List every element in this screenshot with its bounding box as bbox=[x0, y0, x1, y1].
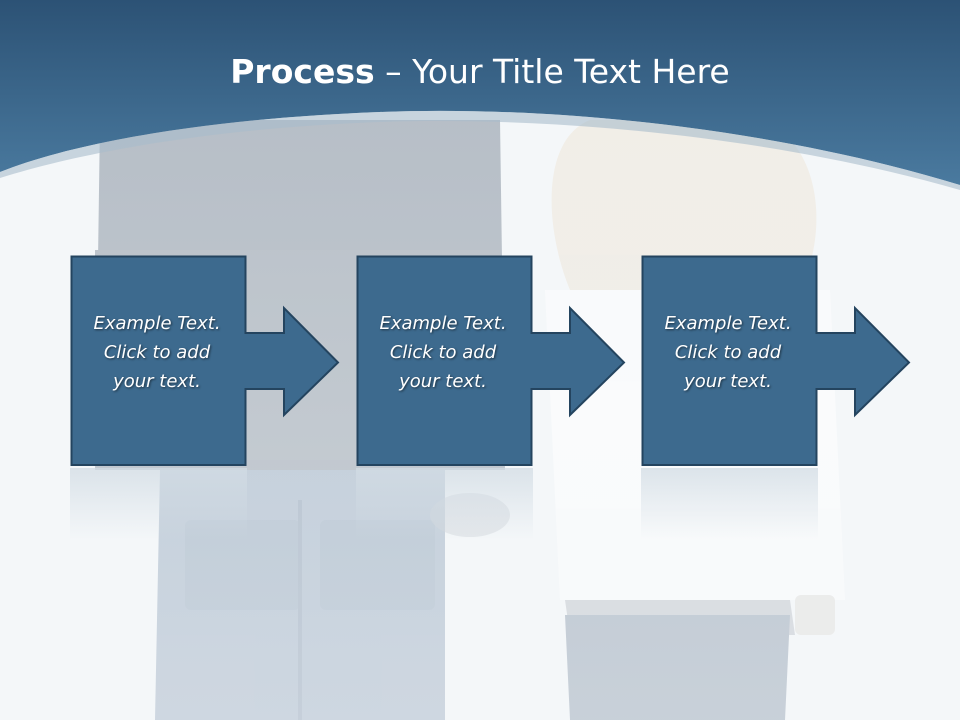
title-rest: – Your Title Text Here bbox=[374, 52, 730, 91]
step-text-line-3: your text. bbox=[113, 371, 201, 392]
step-arrow-shape bbox=[641, 255, 911, 466]
step-text-line-3: your text. bbox=[399, 371, 487, 392]
step-text-line-1: Example Text. bbox=[93, 313, 221, 334]
step-text: Example Text. Click to add your text. bbox=[72, 309, 242, 396]
step-text-line-1: Example Text. bbox=[664, 313, 792, 334]
process-step-3[interactable]: Example Text. Click to add your text. bbox=[641, 255, 931, 470]
step-text-line-2: Click to add bbox=[103, 342, 211, 363]
step-arrow-shape bbox=[356, 255, 626, 466]
step-3-reflection bbox=[641, 468, 818, 540]
step-text-line-2: Click to add bbox=[674, 342, 782, 363]
step-1-reflection bbox=[70, 468, 247, 540]
step-arrow-shape bbox=[70, 255, 340, 466]
title-bold: Process bbox=[230, 52, 375, 91]
step-text: Example Text. Click to add your text. bbox=[358, 309, 528, 396]
step-2-reflection bbox=[356, 468, 533, 540]
step-text-line-2: Click to add bbox=[389, 342, 497, 363]
process-step-2[interactable]: Example Text. Click to add your text. bbox=[356, 255, 646, 470]
step-text-line-1: Example Text. bbox=[379, 313, 507, 334]
slide-title[interactable]: Process – Your Title Text Here bbox=[0, 52, 960, 91]
step-text-line-3: your text. bbox=[684, 371, 772, 392]
process-step-1[interactable]: Example Text. Click to add your text. bbox=[70, 255, 360, 470]
step-text: Example Text. Click to add your text. bbox=[643, 309, 813, 396]
